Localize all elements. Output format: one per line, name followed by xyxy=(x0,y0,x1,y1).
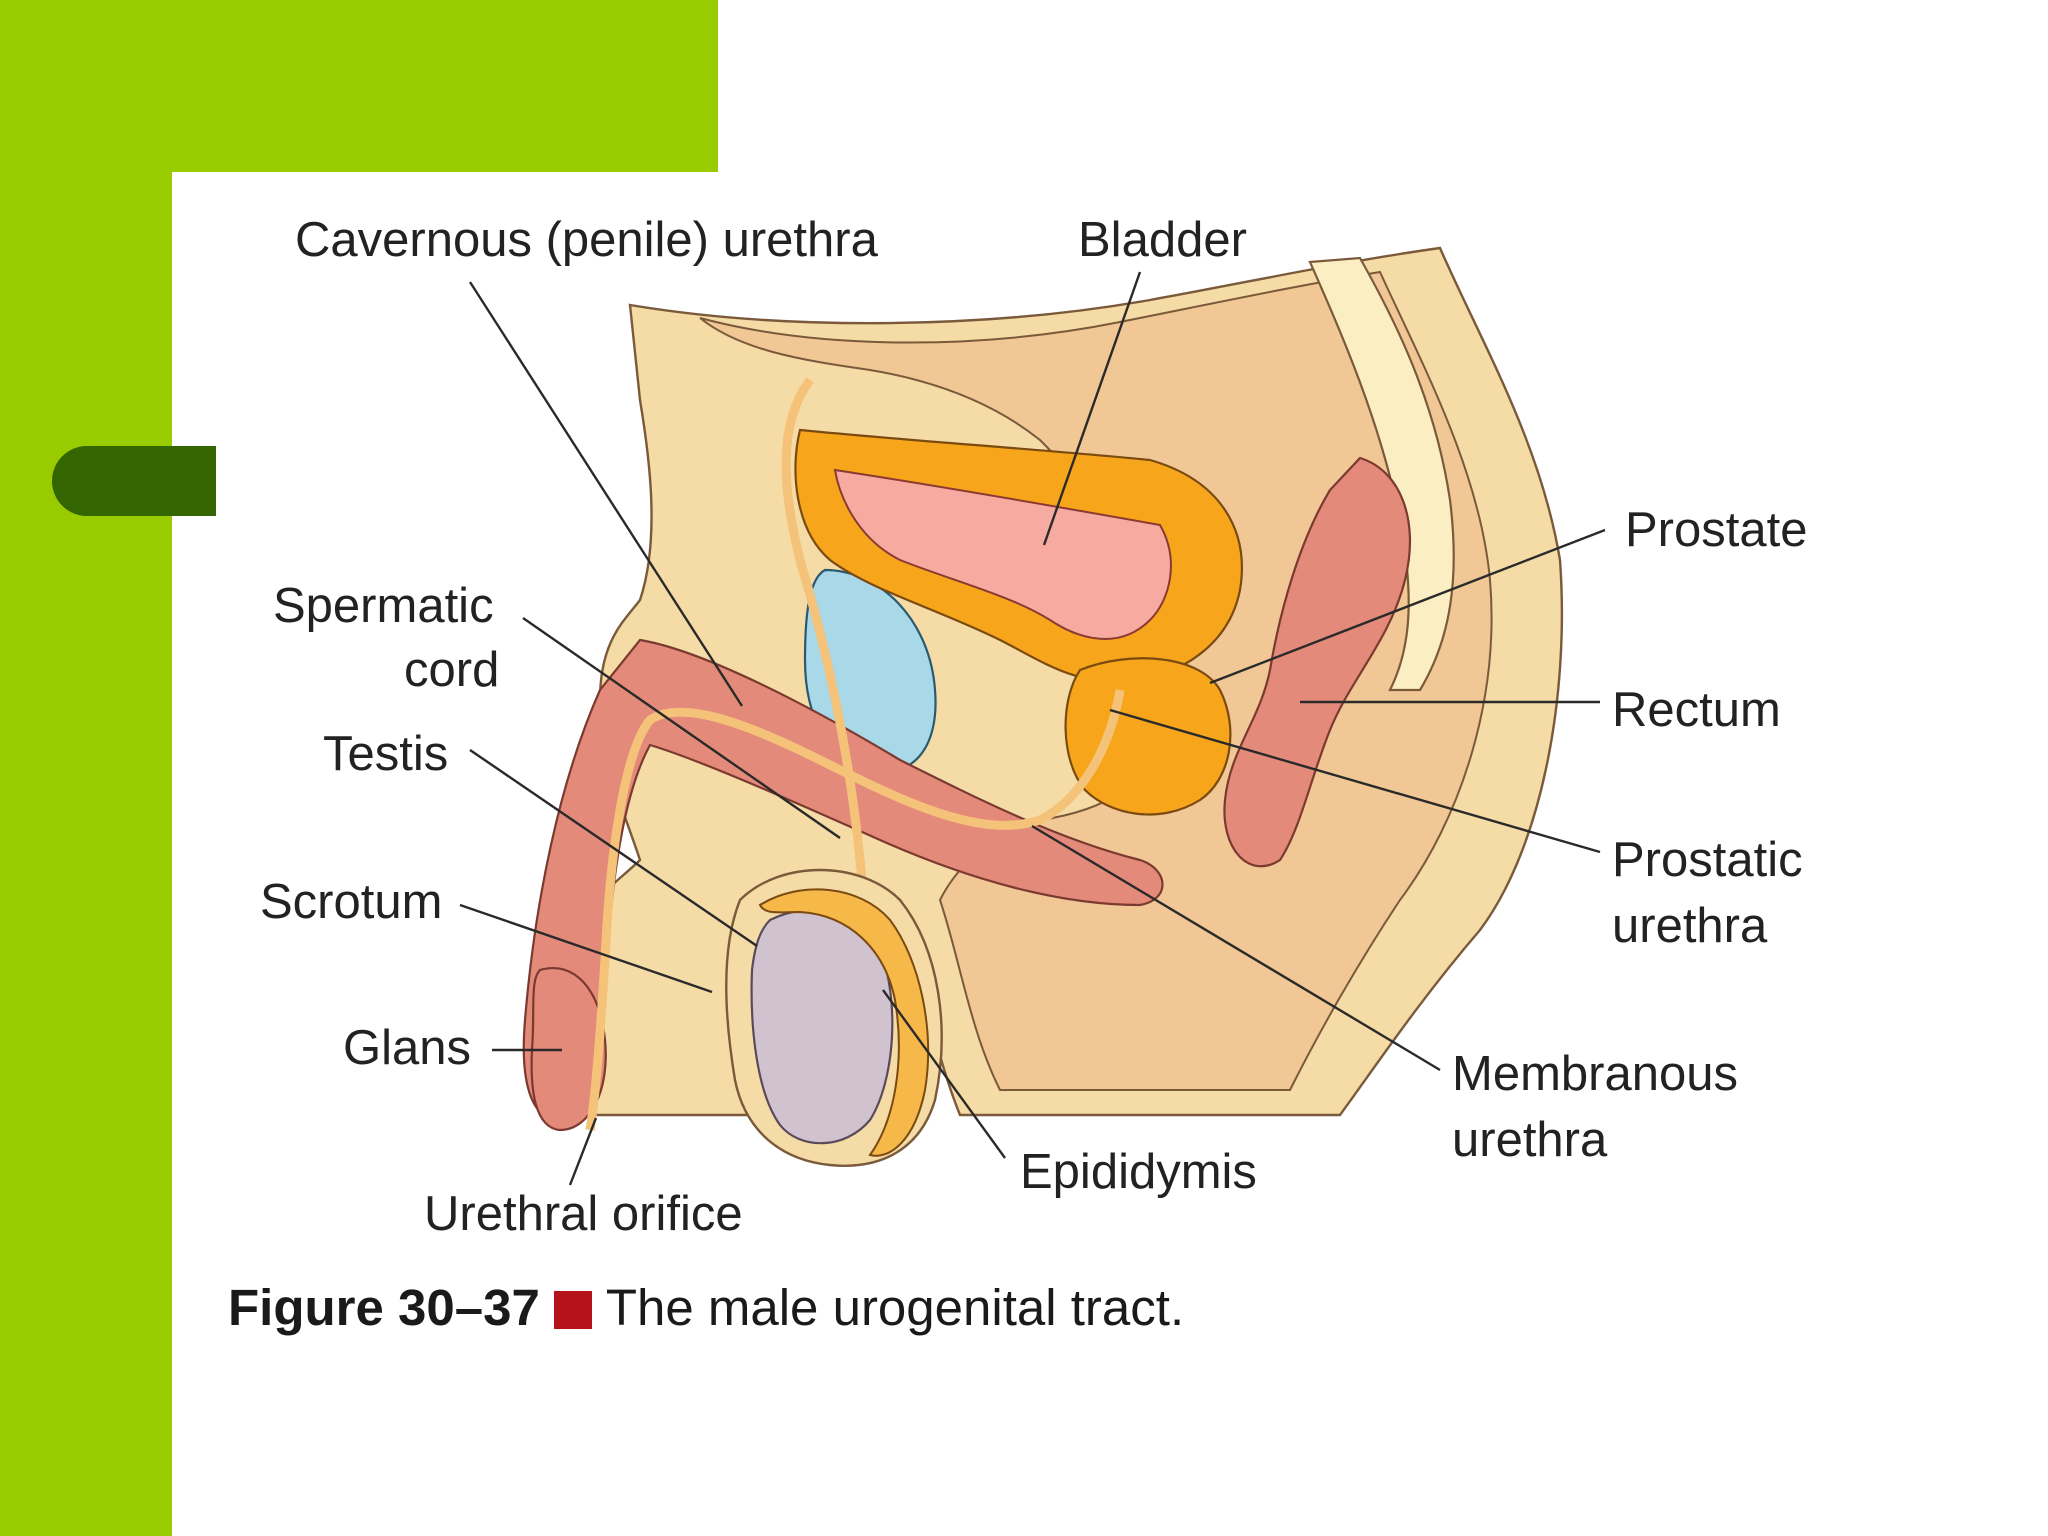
leader-bladder xyxy=(1042,271,1142,546)
leader-cavernous-urethra xyxy=(468,281,744,707)
label-scrotum: Scrotum xyxy=(260,875,442,929)
caption-number: Figure 30–37 xyxy=(228,1279,540,1336)
label-bladder: Bladder xyxy=(1078,213,1247,267)
label-prostatic-urethra-line1: Prostatic xyxy=(1612,833,1803,887)
bladder-lumen xyxy=(833,468,1172,640)
leader-testis xyxy=(469,749,758,947)
leader-prostate xyxy=(1209,528,1606,685)
leader-urethral-orifice xyxy=(568,1117,598,1186)
label-rectum: Rectum xyxy=(1612,683,1781,737)
label-testis: Testis xyxy=(323,727,448,781)
label-urethral-orifice: Urethral orifice xyxy=(424,1187,743,1241)
leader-scrotum xyxy=(459,903,713,994)
epididymis-shape xyxy=(758,888,930,1157)
label-epididymis: Epididymis xyxy=(1020,1145,1257,1199)
accent-bar-left xyxy=(0,0,172,1536)
label-prostatic-urethra-line2: urethra xyxy=(1612,899,1768,953)
label-cavernous-urethra: Cavernous (penile) urethra xyxy=(295,213,879,267)
label-membranous-urethra-line2: urethra xyxy=(1452,1113,1608,1167)
figure-caption: Figure 30–37 The male urogenital tract. xyxy=(228,1278,1184,1337)
label-prostate: Prostate xyxy=(1625,503,1807,557)
prostate-shape xyxy=(1064,657,1232,816)
leader-epididymis xyxy=(882,989,1006,1159)
label-glans: Glans xyxy=(343,1021,471,1075)
caption-square-icon xyxy=(553,1291,592,1329)
leader-spermatic-cord xyxy=(522,617,841,839)
leader-membranous-urethra xyxy=(1031,824,1441,1072)
label-membranous-urethra-line1: Membranous xyxy=(1452,1047,1738,1101)
tab-marker xyxy=(52,446,216,516)
rectum-shape xyxy=(1223,456,1412,868)
glans-shape xyxy=(530,967,607,1132)
caption-text: The male urogenital tract. xyxy=(605,1279,1185,1336)
label-spermatic-cord-line1: Spermatic xyxy=(273,579,494,633)
urethra-tube xyxy=(585,689,1125,1131)
label-spermatic-cord-line2: cord xyxy=(404,643,499,697)
leader-prostatic-urethra xyxy=(1109,708,1601,854)
spine xyxy=(1308,256,1455,692)
